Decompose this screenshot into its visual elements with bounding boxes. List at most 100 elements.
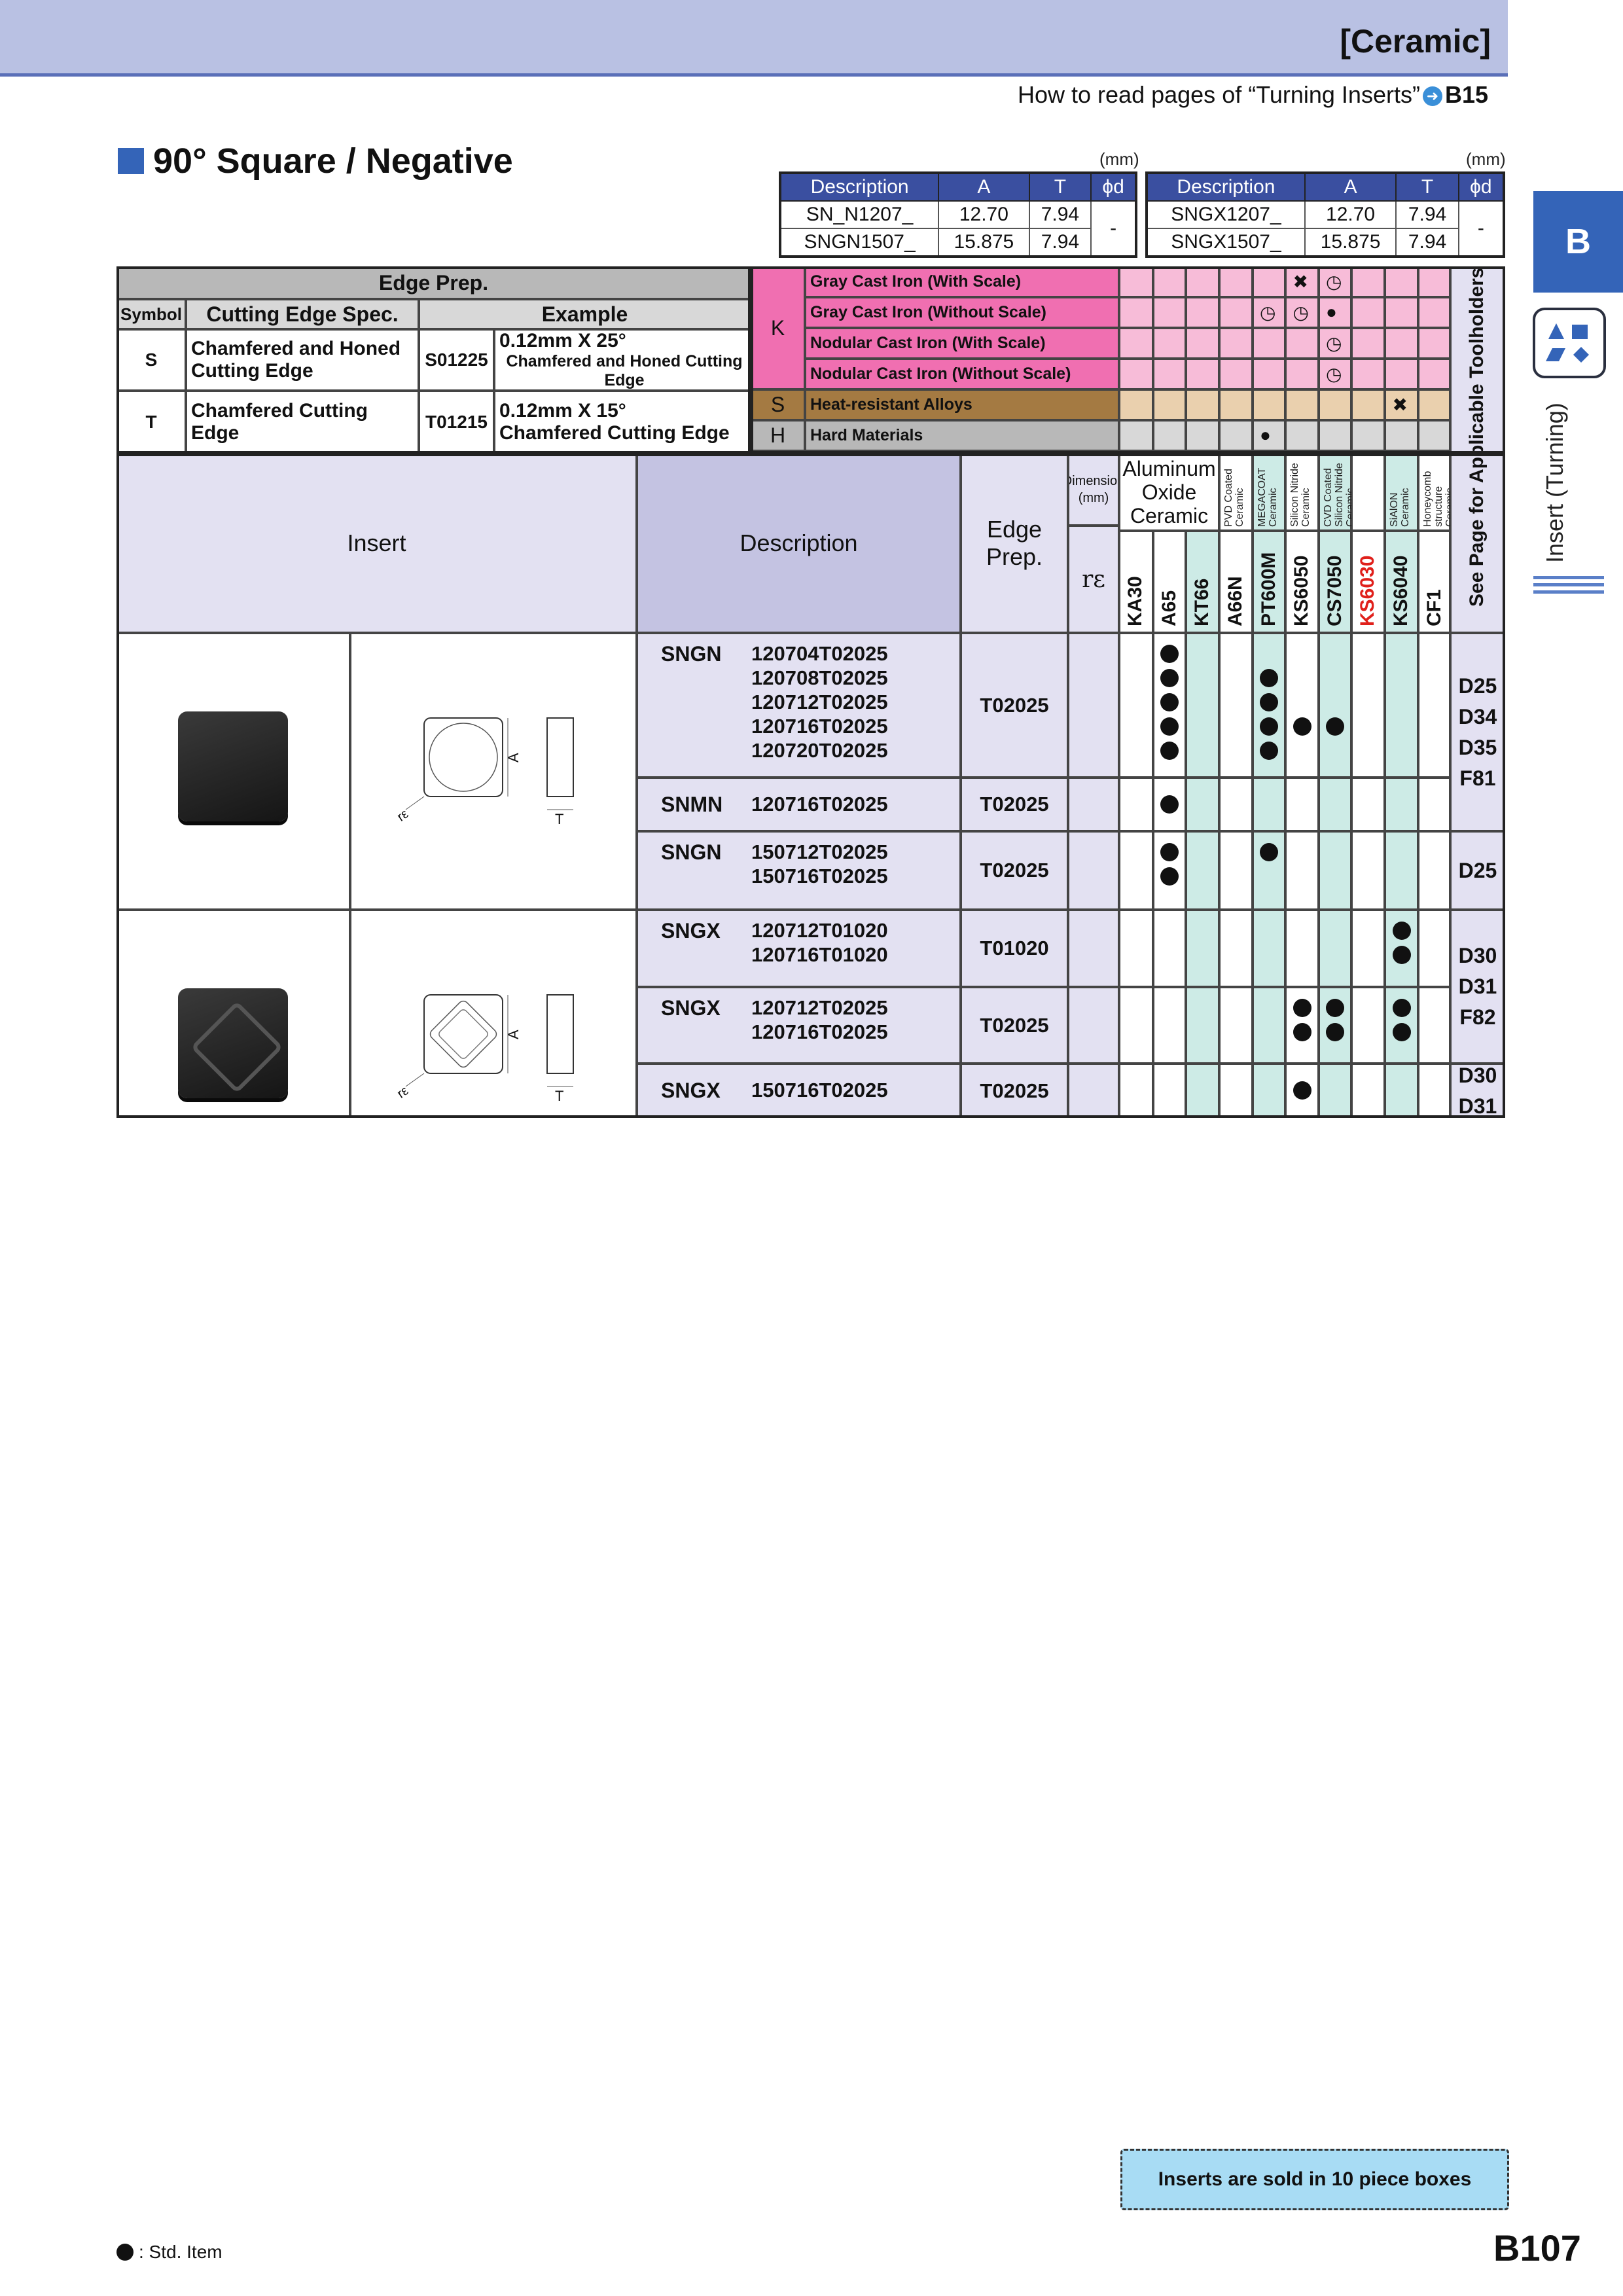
std-item-dot (1160, 669, 1179, 687)
material-grade-cell (1385, 328, 1418, 359)
material-grade-cell (1186, 328, 1219, 359)
product-edge-prep: T02025 (961, 1064, 1068, 1118)
material-grade-cell (1153, 389, 1186, 420)
product-grade-cell (1186, 831, 1219, 910)
std-item-dot (1392, 946, 1411, 964)
std-item-dot (1392, 922, 1411, 940)
product-description-cell (637, 633, 961, 778)
std-item-dot (1160, 717, 1179, 736)
material-grade-cell (1186, 297, 1219, 328)
product-re-cell (1068, 987, 1119, 1064)
std-item-dot (1260, 693, 1278, 711)
toolholder-page-link[interactable]: D30 (1458, 944, 1497, 967)
product-grade-cell (1285, 633, 1319, 778)
grade-header-cell (1253, 531, 1285, 633)
example-line: Chamfered and Honed Cutting Edge (506, 352, 743, 389)
product-grade-cell (1385, 987, 1418, 1064)
material-grade-cell (1153, 297, 1186, 328)
section-title: 90° Square / Negative (118, 141, 513, 181)
toolholder-page-link[interactable]: F81 (1459, 766, 1496, 790)
material-grade-cell (1319, 420, 1351, 451)
re-header: rε (1068, 526, 1119, 633)
page-number: B107 (1493, 2227, 1581, 2269)
product-grade-cell (1351, 987, 1385, 1064)
clock-icon: ◷ (1326, 363, 1342, 384)
product-grade-cell (1418, 831, 1450, 910)
toolholder-page-link[interactable]: D31 (1458, 1094, 1497, 1118)
product-model: 150712T02025 (751, 840, 888, 863)
toolholder-page-link[interactable]: D30 (1458, 1064, 1497, 1087)
table-cell: SNGN1507_ (779, 228, 940, 257)
table-cell: SNGX1207_ (1146, 200, 1306, 229)
insert-drawing-cell (350, 633, 637, 910)
product-model: 120708T02025 (751, 666, 888, 689)
insert-photo (178, 988, 288, 1098)
group-header-cell (1418, 454, 1450, 531)
material-grade-cell (1153, 328, 1186, 359)
grade-header-cell (1418, 531, 1450, 633)
material-grade-cell (1219, 359, 1253, 389)
product-grade-cell (1186, 910, 1219, 987)
product-grade-cell (1418, 778, 1450, 831)
packaging-note: Inserts are sold in 10 piece boxes (1120, 2149, 1509, 2210)
insert-drawing-cell (350, 910, 637, 1118)
toolholder-ref: D25 (1450, 831, 1505, 910)
product-grade-cell (1119, 987, 1153, 1064)
col-header: ϕd (1457, 172, 1505, 202)
product-grade-cell (1319, 831, 1351, 910)
std-item-dot (1160, 693, 1179, 711)
grade-header-cell (1219, 531, 1253, 633)
product-grade-cell (1219, 778, 1253, 831)
table-cell: 12.70 (1304, 200, 1397, 229)
table-cell: 7.94 (1028, 200, 1092, 229)
product-model: 150716T02025 (751, 865, 888, 888)
table-cell: - (1457, 200, 1505, 257)
toolholder-page-link[interactable]: F82 (1459, 1005, 1496, 1029)
material-grade-cell (1285, 359, 1319, 389)
std-item-dot (1293, 1081, 1311, 1100)
section-tab[interactable]: B (1533, 191, 1623, 293)
example-line: 0.12mm X 25° (499, 330, 626, 351)
product-grade-cell (1119, 778, 1153, 831)
col-header: ϕd (1090, 172, 1137, 202)
turning-insert-icon (1533, 308, 1606, 378)
table-cell: 7.94 (1028, 228, 1092, 257)
material-grade-cell (1351, 297, 1385, 328)
product-grade-cell (1186, 778, 1219, 831)
std-item-dot (1326, 1023, 1344, 1041)
grade-table-border (116, 454, 1505, 1118)
dimension-header: Dimension (mm) (1068, 454, 1119, 526)
unit-label: (mm) (1099, 149, 1139, 169)
product-grade-cell (1319, 1064, 1351, 1118)
toolholder-page-link[interactable]: D25 (1458, 858, 1497, 882)
material-row-label: Gray Cast Iron (Without Scale) (805, 297, 1119, 328)
howto-link[interactable]: How to read pages of “Turning Inserts”➜B… (1018, 81, 1488, 109)
toolholder-page-link[interactable]: D31 (1458, 975, 1497, 998)
material-grade-cell (1119, 420, 1153, 451)
aluminum-group-header: Aluminum Oxide Ceramic (1119, 454, 1219, 531)
product-grade-cell (1219, 831, 1253, 910)
std-item-dot (1260, 843, 1278, 861)
see-page-header (1450, 266, 1505, 633)
material-grade-cell (1418, 297, 1450, 328)
toolholder-page-link[interactable]: D35 (1458, 735, 1497, 759)
product-grade-cell (1285, 778, 1319, 831)
product-model: 150716T02025 (751, 1079, 888, 1102)
material-grade-cell (1319, 389, 1351, 420)
product-grade-cell (1219, 910, 1253, 987)
group-header-cell (1319, 454, 1351, 531)
edge-prep-border (116, 266, 751, 454)
material-grade-cell (1351, 266, 1385, 297)
insert-drawing (405, 994, 574, 1087)
product-grade-cell (1385, 633, 1418, 778)
product-model: 120712T02025 (751, 996, 888, 1019)
toolholder-page-link[interactable]: D34 (1458, 704, 1497, 728)
toolholder-page-link[interactable]: D25 (1458, 673, 1497, 698)
product-grade-cell (1253, 910, 1285, 987)
product-edge-prep: T02025 (961, 987, 1068, 1064)
material-grade-cell (1351, 328, 1385, 359)
product-grade-cell (1219, 987, 1253, 1064)
std-item-dot (1160, 843, 1179, 861)
cross-icon: ✖ (1392, 394, 1408, 415)
